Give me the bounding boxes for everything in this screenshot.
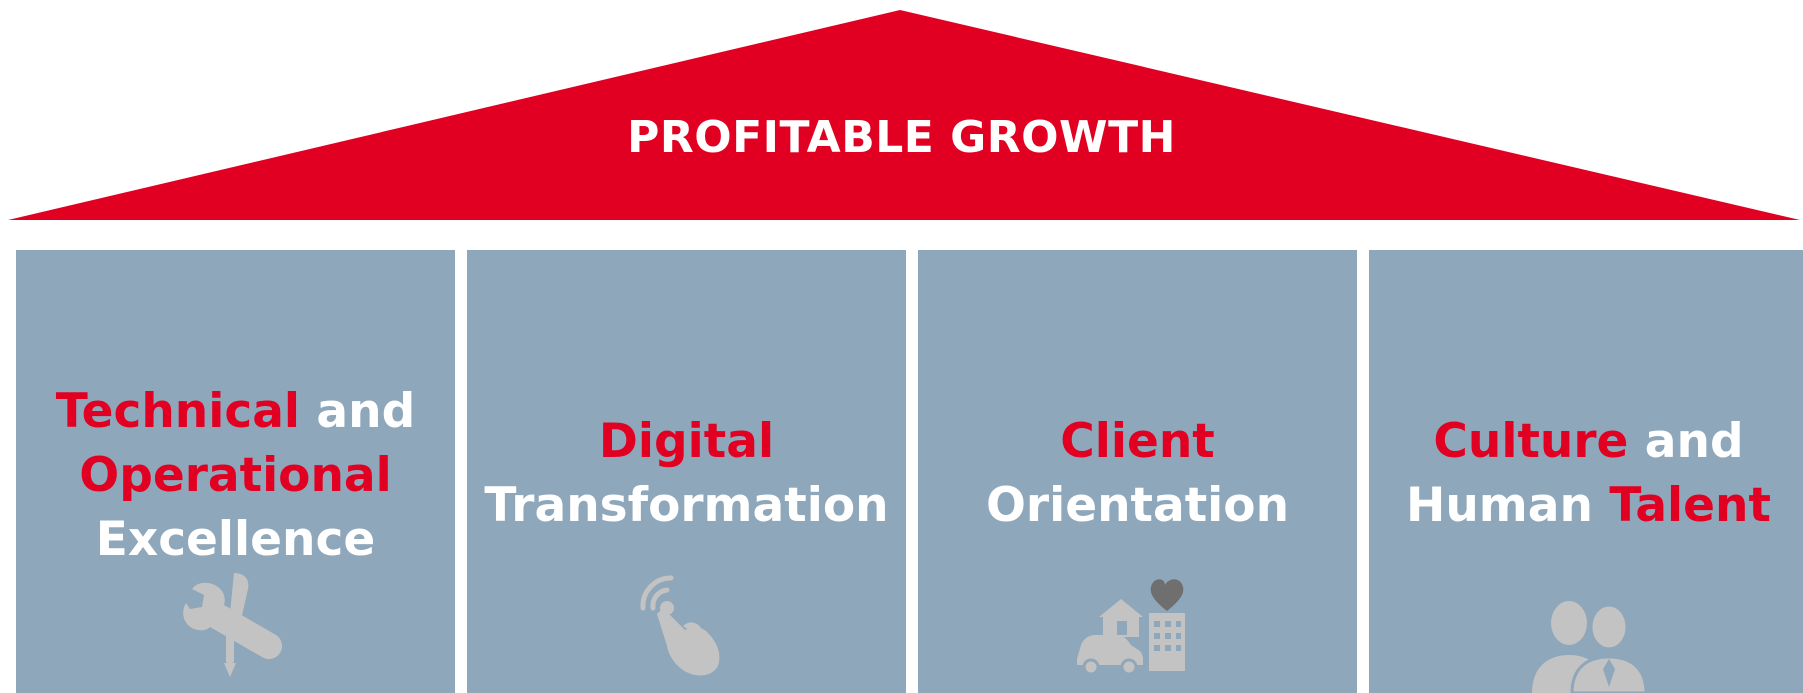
highlight-text: Technical — [55, 384, 301, 439]
pillar-line: Transformation — [467, 474, 906, 538]
highlight-text: Talent — [1609, 478, 1771, 533]
roof-triangle — [8, 10, 1800, 220]
pillar-title: Client Orientation — [918, 410, 1357, 538]
plain-text: Orientation — [985, 478, 1290, 533]
pillar-title: Digital Transformation — [467, 410, 906, 538]
pillar-line: Digital — [467, 410, 906, 474]
pillar-client-orientation: Client Orientation — [918, 250, 1357, 693]
roof-title: PROFITABLE GROWTH — [627, 112, 1176, 163]
plain-text: and — [300, 384, 416, 439]
people-icon — [1531, 601, 1648, 693]
pillar-line: Operational — [16, 444, 455, 508]
pillar-line: Culture and — [1369, 410, 1803, 474]
pillars: Technical and Operational Excellence — [16, 250, 1803, 693]
pillar-line: Orientation — [918, 474, 1357, 538]
pillar-digital-transformation: Digital Transformation — [467, 250, 906, 693]
tools-icon — [182, 573, 282, 677]
pillar-title: Culture and Human Talent — [1369, 410, 1803, 538]
highlight-text: Culture — [1433, 414, 1629, 469]
plain-text: Excellence — [95, 512, 376, 567]
highlight-text: Client — [1060, 414, 1215, 469]
pillar-line: Excellence — [16, 508, 455, 572]
pillar-culture-human-talent: Culture and Human Talent — [1369, 250, 1803, 693]
plain-text: Transformation — [484, 478, 889, 533]
home-car-heart-icon — [1076, 579, 1185, 673]
touch-hand-icon — [639, 575, 719, 676]
plain-text: and — [1628, 414, 1744, 469]
highlight-text: Operational — [79, 448, 392, 503]
pillar-line: Human Talent — [1369, 474, 1803, 538]
plain-text: Human — [1406, 478, 1610, 533]
pillar-line: Client — [918, 410, 1357, 474]
pillar-title: Technical and Operational Excellence — [16, 380, 455, 572]
pillar-technical-operational-excellence: Technical and Operational Excellence — [16, 250, 455, 693]
highlight-text: Digital — [598, 414, 775, 469]
pillar-line: Technical and — [16, 380, 455, 444]
